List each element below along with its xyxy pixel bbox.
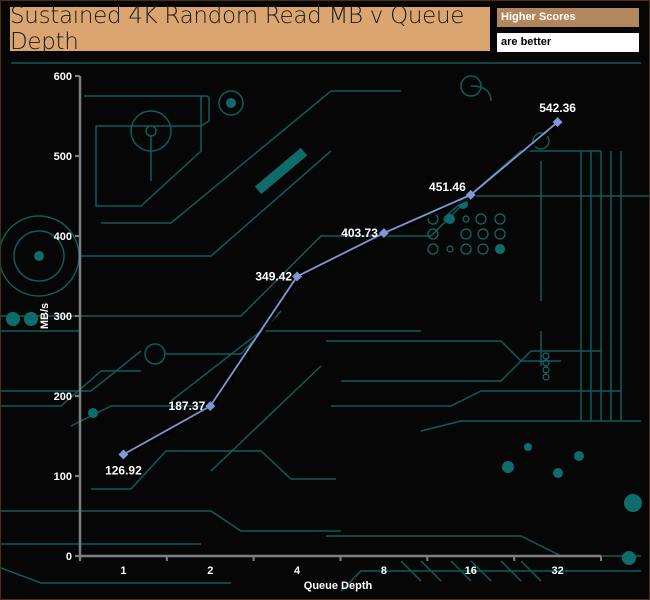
series-line [122,121,559,456]
axes [75,75,602,561]
data-series [118,117,563,460]
legend-higher-scores: Higher Scores [497,8,639,27]
x-tick-label: 8 [381,565,387,577]
legend-are-better: are better [497,33,639,52]
y-axis-title: MB/s [39,303,51,329]
data-label: 187.37 [169,399,206,413]
y-tick-label: 500 [54,151,72,163]
chart-title-box: Sustained 4K Random Read MB v Queue Dept… [10,3,490,55]
chart-title: Sustained 4K Random Read MB v Queue Dept… [10,3,465,55]
data-point-marker [465,189,476,200]
x-tick-label: 2 [207,565,213,577]
data-point-marker [292,271,303,282]
data-label: 403.73 [341,226,378,240]
tick-labels: 0 100 200 300 400 500 600 1 2 4 8 16 32 [54,71,564,577]
x-tick-label: 4 [294,565,301,577]
data-label: 451.46 [429,180,466,194]
data-point-marker [118,449,129,460]
x-tick-label: 16 [465,565,477,577]
data-point-marker [378,228,389,238]
y-tick-label: 200 [54,391,72,403]
x-tick-label: 32 [551,565,563,577]
y-tick-label: 600 [54,71,72,83]
data-label: 542.36 [539,101,576,115]
y-tick-label: 400 [54,231,72,243]
x-tick-label: 1 [120,565,126,577]
data-point-marker [552,117,563,128]
data-label: 126.92 [105,463,142,477]
data-labels: 126.92 187.37 349.42 403.73 451.46 542.36 [105,101,576,477]
data-point-marker [205,401,216,412]
y-tick-label: 300 [54,311,72,323]
y-tick-label: 0 [66,551,72,563]
y-tick-label: 100 [54,471,72,483]
x-axis-title: Queue Depth [304,580,373,592]
series-line-shadow [124,122,561,458]
data-label: 349.42 [255,269,292,283]
